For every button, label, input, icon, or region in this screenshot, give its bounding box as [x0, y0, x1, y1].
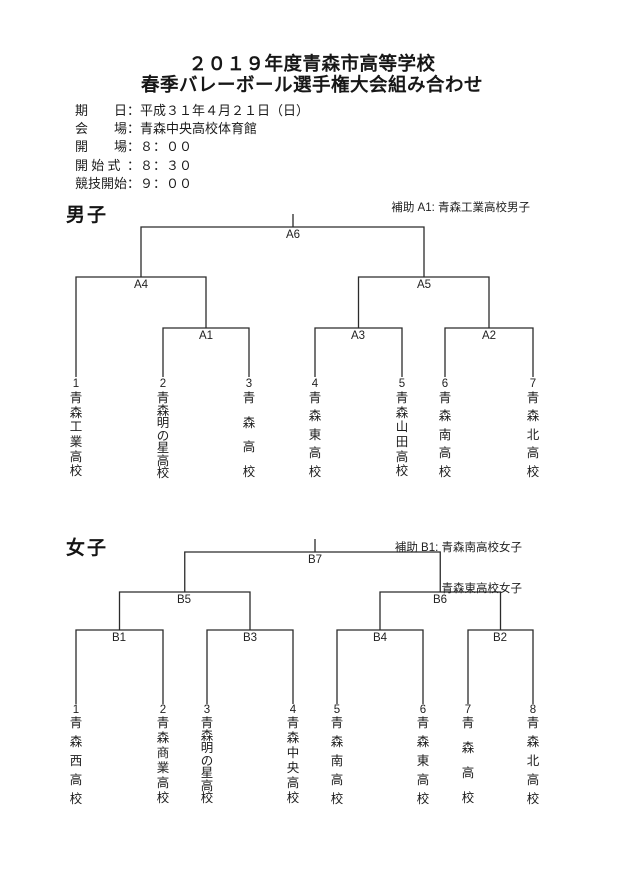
men-match-a1-line	[162, 327, 250, 377]
info-label: 開 場	[75, 139, 128, 155]
women-team-seed: 8	[529, 704, 537, 716]
women-match-label-b2: B2	[492, 632, 508, 644]
women-match-b4-line	[336, 629, 424, 704]
women-team-seed: 5	[333, 704, 341, 716]
men-match-label-a4: A4	[133, 279, 149, 291]
title-line-1: ２０１９年度青森市高等学校	[188, 55, 436, 75]
info-row-opening-ceremony: 開 始 式 ：８：３０	[75, 157, 309, 175]
page-title: ２０１９年度青森市高等学校 春季バレーボール選手権大会組み合わせ	[0, 55, 624, 97]
men-match-a3-line	[314, 327, 403, 377]
women-team-name: 青森北高校	[526, 716, 540, 806]
women-team-seed: 2	[159, 704, 167, 716]
women-team-name: 青森明の星高校	[200, 716, 214, 806]
women-team-name: 青森南高校	[330, 716, 344, 806]
men-match-label-a5: A5	[416, 279, 432, 291]
info-label: 競技開始	[75, 175, 128, 191]
women-team-seed: 4	[289, 704, 297, 716]
men-team-name: 青森高校	[242, 391, 256, 479]
women-match-b7-line	[184, 551, 441, 592]
men-match-label-a6: A6	[285, 229, 301, 241]
info-row-date: 期 日：平成３１年４月２１日（日）	[75, 102, 309, 120]
men-match-a5-line	[357, 276, 490, 328]
women-team-name: 青森商業高校	[156, 716, 170, 806]
men-team-seed: 3	[245, 378, 253, 390]
women-reserve-note-line-1: 補助 B1: 青森南高校女子	[394, 542, 522, 554]
men-match-label-a1: A1	[198, 330, 214, 342]
women-section-label: 女子	[66, 538, 109, 559]
women-match-b1-line	[75, 629, 164, 704]
men-team-seed: 6	[441, 378, 449, 390]
women-match-label-b4: B4	[372, 632, 388, 644]
men-team-seed: 5	[398, 378, 406, 390]
info-label: 開 始 式	[75, 157, 121, 173]
women-team-seed: 3	[203, 704, 211, 716]
men-reserve-note: 補助 A1: 青森工業高校男子	[391, 202, 530, 214]
men-team-name: 青森工業高校	[69, 391, 83, 479]
women-match-label-b6: B6	[432, 594, 448, 606]
info-label: 会 場	[75, 121, 128, 137]
women-reserve-note: 補助 B1: 青森南高校女子 青森東高校女子	[395, 515, 522, 623]
men-team-name: 青森明の星高校	[156, 391, 170, 480]
men-match-a6-line	[140, 226, 425, 277]
men-section-label: 男子	[66, 205, 109, 226]
men-match-label-a3: A3	[350, 330, 366, 342]
women-team-name: 青森中央高校	[286, 716, 300, 806]
info-value: ：８：００	[127, 139, 193, 155]
women-match-b2-line	[467, 629, 534, 704]
title-line-2: 春季バレーボール選手権大会組み合わせ	[140, 76, 483, 96]
men-match-label-a2: A2	[481, 330, 497, 342]
women-match-label-b5: B5	[176, 594, 192, 606]
women-reserve-note-line-2: 青森東高校女子	[441, 582, 523, 595]
men-team-seed: 2	[159, 378, 167, 390]
info-label: 期 日	[75, 103, 128, 118]
event-info: 期 日：平成３１年４月２１日（日） 会 場：青森中央高校体育館 開 場：８：００…	[75, 102, 309, 193]
men-team-seed: 1	[72, 378, 80, 390]
info-value: ：青森中央高校体育館	[127, 121, 258, 137]
men-match-a2-line	[444, 327, 534, 377]
women-match-label-b3: B3	[242, 632, 258, 644]
men-match-a4-line	[75, 276, 207, 377]
men-team-name: 青森南高校	[438, 391, 452, 479]
info-row-doors-open: 開 場：８：００	[75, 138, 309, 156]
women-team-seed: 6	[419, 704, 427, 716]
men-team-name: 青森山田高校	[395, 391, 409, 479]
men-team-seed: 4	[311, 378, 319, 390]
women-match-b6-line	[379, 591, 502, 630]
women-match-b5-line	[118, 591, 251, 630]
women-team-name: 青森高校	[461, 716, 475, 806]
men-team-name: 青森北高校	[526, 391, 540, 479]
women-team-name: 青森西高校	[69, 716, 83, 806]
women-team-name: 青森東高校	[416, 716, 430, 806]
info-value: ：９：００	[127, 175, 193, 191]
men-team-name: 青森東高校	[308, 391, 322, 479]
women-match-b3-line	[206, 629, 294, 704]
women-team-seed: 7	[464, 704, 472, 716]
info-value: ：８：３０	[127, 157, 193, 173]
info-value: ：平成３１年４月２１日（日）	[127, 103, 310, 118]
info-row-venue: 会 場：青森中央高校体育館	[75, 120, 309, 138]
women-match-label-b1: B1	[111, 632, 127, 644]
women-team-seed: 1	[72, 704, 80, 716]
info-row-match-start: 競技開始：９：００	[75, 175, 309, 193]
women-match-label-b7: B7	[307, 554, 323, 566]
men-team-seed: 7	[529, 378, 537, 390]
